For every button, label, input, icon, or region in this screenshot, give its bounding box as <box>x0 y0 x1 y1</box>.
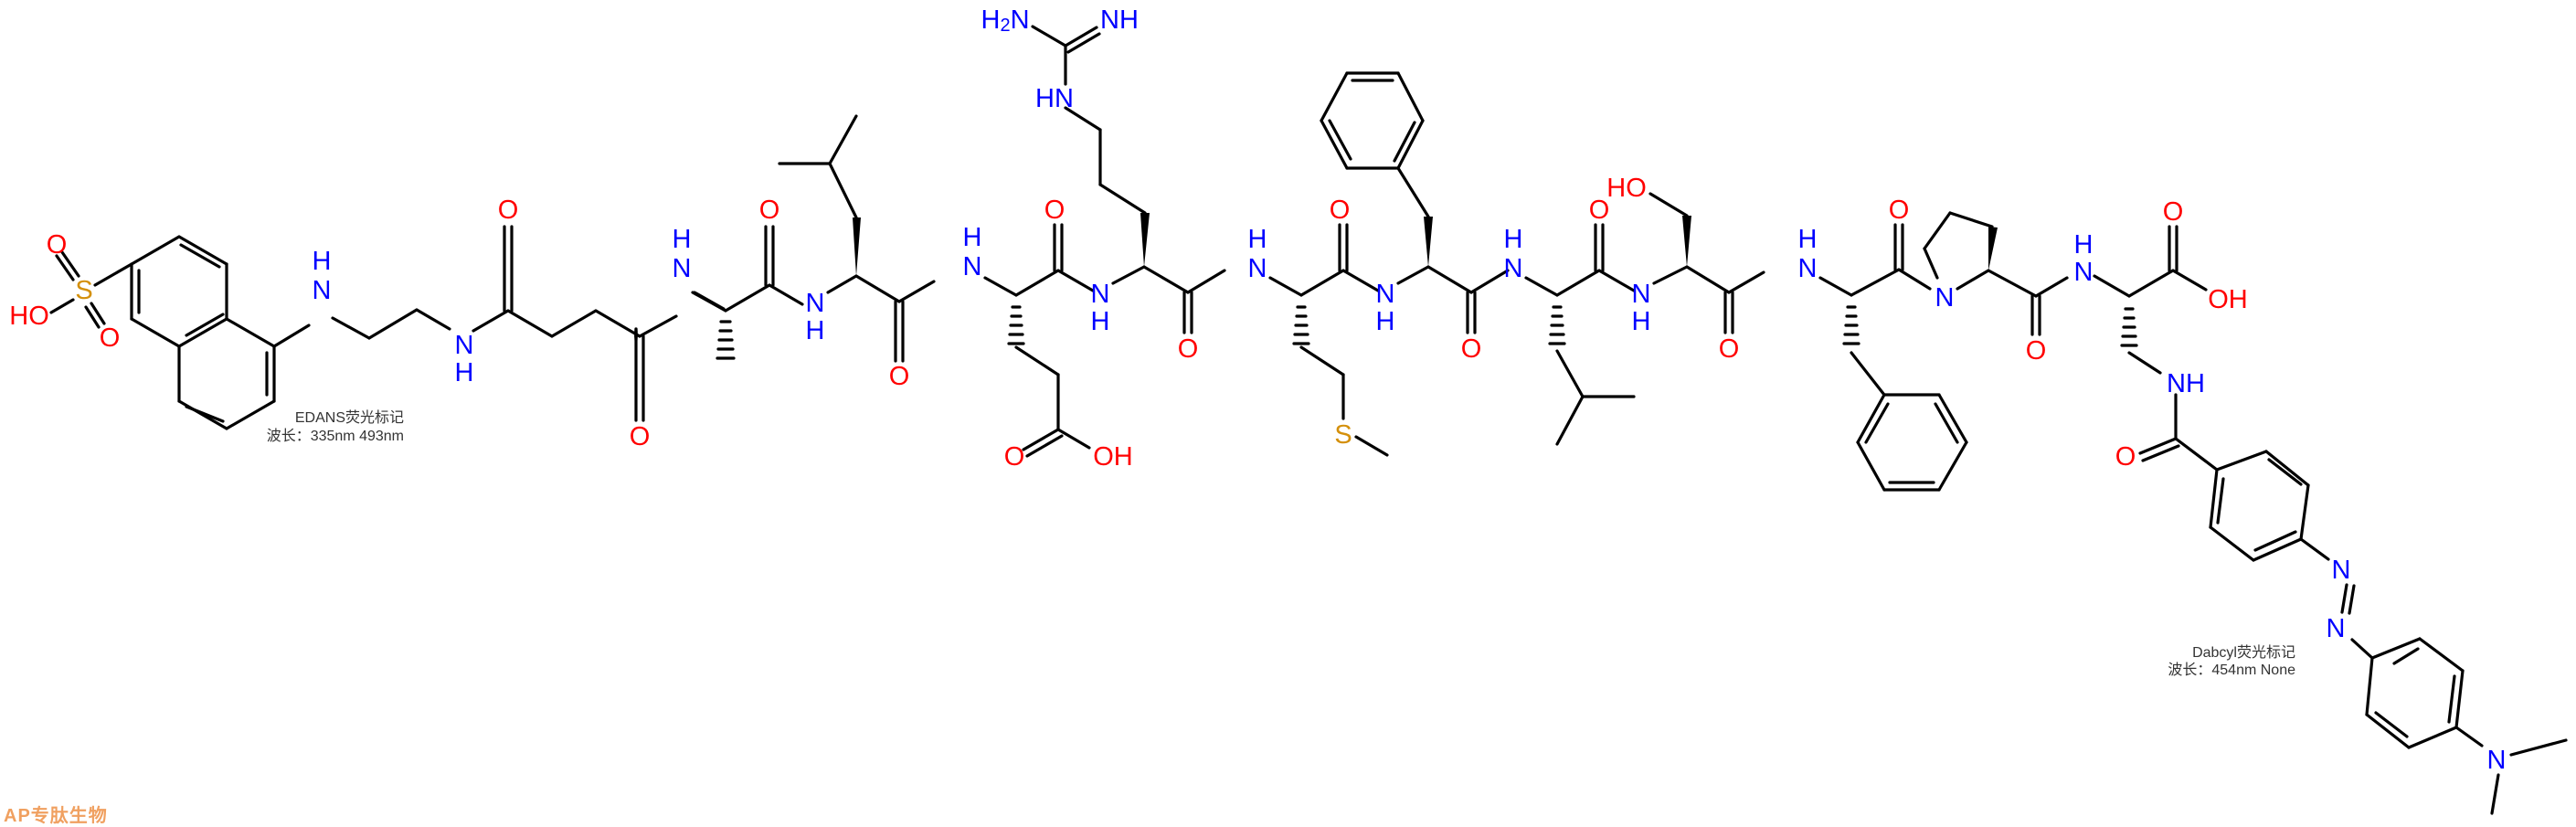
succinyl-spacer: O O <box>472 196 678 451</box>
succinyl-carbonyl-o1: O <box>498 196 519 225</box>
edans-ethylenediamine-linker: H N N H <box>272 247 474 387</box>
leu2-amide-n: N <box>1504 254 1523 283</box>
ser-amide-h: H <box>1632 307 1651 336</box>
residue-ser: N H HO O <box>1606 174 1765 364</box>
sulfonyl-oxygen-bottom: O <box>100 323 121 353</box>
met-amide-n: N <box>1248 254 1267 283</box>
edans-label-title: EDANS荧光标记 <box>295 409 404 426</box>
pro-carbonyl-o: O <box>2026 336 2047 366</box>
met-amide-h: H <box>1248 225 1267 254</box>
leu2-side-hashed-wedge <box>1548 305 1566 345</box>
dabcyl-label-wavelength: 波长：454nm None <box>2168 662 2295 678</box>
glu-amide-n: N <box>963 252 982 281</box>
arg-carbonyl-o: O <box>1178 334 1199 364</box>
azo-nitrogen-1: N <box>2332 556 2351 585</box>
residue-leu-2: H N O <box>1504 196 1636 446</box>
sulfonic-acid-group: O S HO O <box>9 230 133 353</box>
arg-guanidine-h2n: H2N <box>981 5 1029 36</box>
glu-side-carbonyl-o: O <box>1004 442 1025 472</box>
ala-amide-h: H <box>673 225 692 254</box>
phe1-amide-n: N <box>1376 280 1395 309</box>
azo-nitrogen-2: N <box>2327 614 2346 643</box>
phe1-amide-h: H <box>1376 307 1395 336</box>
linker-amide-n: N <box>455 331 474 360</box>
dimethylaminophenyl-ring <box>2365 637 2465 749</box>
met-side-hashed-wedge <box>1292 305 1310 345</box>
glu-carbonyl-o: O <box>1044 196 1065 225</box>
dimethylamino-n: N <box>2487 746 2507 775</box>
edans-label-wavelength: 波长：335nm 493nm <box>267 428 404 444</box>
edans-naphthalene-ring <box>130 235 276 430</box>
ala-amide-n: N <box>673 254 692 283</box>
glu-side-hashed-wedge <box>1007 305 1025 345</box>
ala-methyl-hashed-wedge <box>716 320 736 360</box>
dap-carbonyl-o: O <box>2163 197 2184 227</box>
leu2-carbonyl-o: O <box>1589 196 1610 225</box>
dap-side-nh: NH <box>2167 369 2205 398</box>
dap-amide-h: H <box>2074 230 2094 260</box>
residue-phe-2: H N O <box>1798 196 1968 492</box>
arg-guanidine-imine-nh: NH <box>1100 5 1139 35</box>
dap-carboxyl-oh: OH <box>2208 285 2248 314</box>
phe2-benzene-ring <box>1856 393 1968 492</box>
ala-carbonyl-o: O <box>759 196 780 225</box>
dabcyl-benzoyl-ring <box>2209 450 2310 562</box>
residue-arg: N H HN H2N NH O <box>981 5 1226 364</box>
residue-leu-1: N H O <box>778 114 936 391</box>
dap-amide-n: N <box>2074 258 2094 287</box>
met-sulfur: S <box>1334 420 1352 450</box>
sulfonyl-oxygen-top: O <box>47 230 68 260</box>
residue-ala: H N O <box>673 196 804 360</box>
brand-watermark: AP专肽生物 <box>4 806 108 826</box>
residue-pro: N O <box>1923 211 2069 366</box>
ser-hydroxyl: HO <box>1606 174 1647 203</box>
glu-side-hydroxyl: OH <box>1093 442 1133 472</box>
leu1-carbonyl-o: O <box>889 362 910 391</box>
residue-dap-dabcyl: H N O OH NH O <box>2074 197 2248 472</box>
residue-met: H N O S <box>1248 196 1389 457</box>
leu1-amide-n: N <box>806 289 825 318</box>
ser-carbonyl-o: O <box>1719 334 1740 364</box>
dabcyl-quencher: N N N <box>2209 450 2568 815</box>
arg-guanidine-hn: HN <box>1035 84 1074 113</box>
edans-amine-n: N <box>313 276 332 305</box>
leu1-amide-h: H <box>806 316 825 345</box>
succinyl-carbonyl-o2-label: O <box>630 422 651 451</box>
arg-amide-h: H <box>1091 307 1110 336</box>
edans-amine-h: H <box>313 247 332 276</box>
dabcyl-label-title: Dabcyl荧光标记 <box>2192 644 2295 661</box>
ser-amide-n: N <box>1632 280 1651 309</box>
met-carbonyl-o: O <box>1330 196 1351 225</box>
phe2-carbonyl-o: O <box>1889 196 1910 225</box>
glu-amide-h: H <box>963 223 982 252</box>
phe2-amide-h: H <box>1798 225 1818 254</box>
phe2-amide-n: N <box>1798 254 1818 283</box>
sulfur-atom: S <box>75 276 92 305</box>
sulfonic-hydroxyl: HO <box>9 302 49 331</box>
phe2-side-hashed-wedge <box>1842 305 1860 345</box>
dabcyl-carbonyl-o: O <box>2115 442 2136 472</box>
dap-side-hashed-wedge <box>2120 307 2138 347</box>
leu2-amide-h: H <box>1504 225 1523 254</box>
linker-amide-h: H <box>455 358 474 387</box>
arg-amide-n: N <box>1091 280 1110 309</box>
residue-glu: H N O O OH <box>963 196 1133 472</box>
phe1-carbonyl-o: O <box>1461 334 1482 364</box>
phe1-benzene-ring <box>1320 71 1425 170</box>
residue-phe-1: N H O <box>1320 71 1510 364</box>
pro-ring-n: N <box>1935 283 1955 313</box>
